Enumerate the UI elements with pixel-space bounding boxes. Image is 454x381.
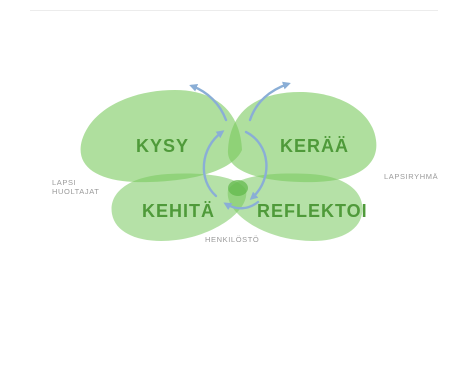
- label-kehita: KEHITÄ: [142, 201, 215, 221]
- top-divider: [30, 10, 438, 11]
- arrow-out-left: [189, 84, 228, 122]
- label-kysy: KYSY: [136, 136, 190, 156]
- label-lapsiryhma: LAPSIRYHMÄ: [384, 172, 439, 181]
- label-lapsi: LAPSI: [52, 178, 77, 187]
- label-huoltajat: HUOLTAJAT: [52, 187, 100, 196]
- wing-bottom-left: [111, 173, 247, 241]
- center-body: [228, 180, 248, 196]
- label-henkilosto: HENKILÖSTÖ: [205, 235, 260, 244]
- label-lapsi-huoltajat: LAPSI HUOLTAJAT: [52, 178, 100, 196]
- arrow-right-down: [244, 130, 268, 201]
- flow-arrows: [189, 81, 291, 211]
- wing-bottom-right: [227, 173, 363, 241]
- arrow-bottom-left: [223, 200, 260, 211]
- arrow-left-up: [202, 130, 225, 198]
- label-reflektoi: REFLEKTOI: [257, 201, 368, 221]
- wing-top-left: [80, 90, 243, 183]
- arrow-out-right: [248, 81, 291, 122]
- label-keraa: KERÄÄ: [280, 136, 350, 156]
